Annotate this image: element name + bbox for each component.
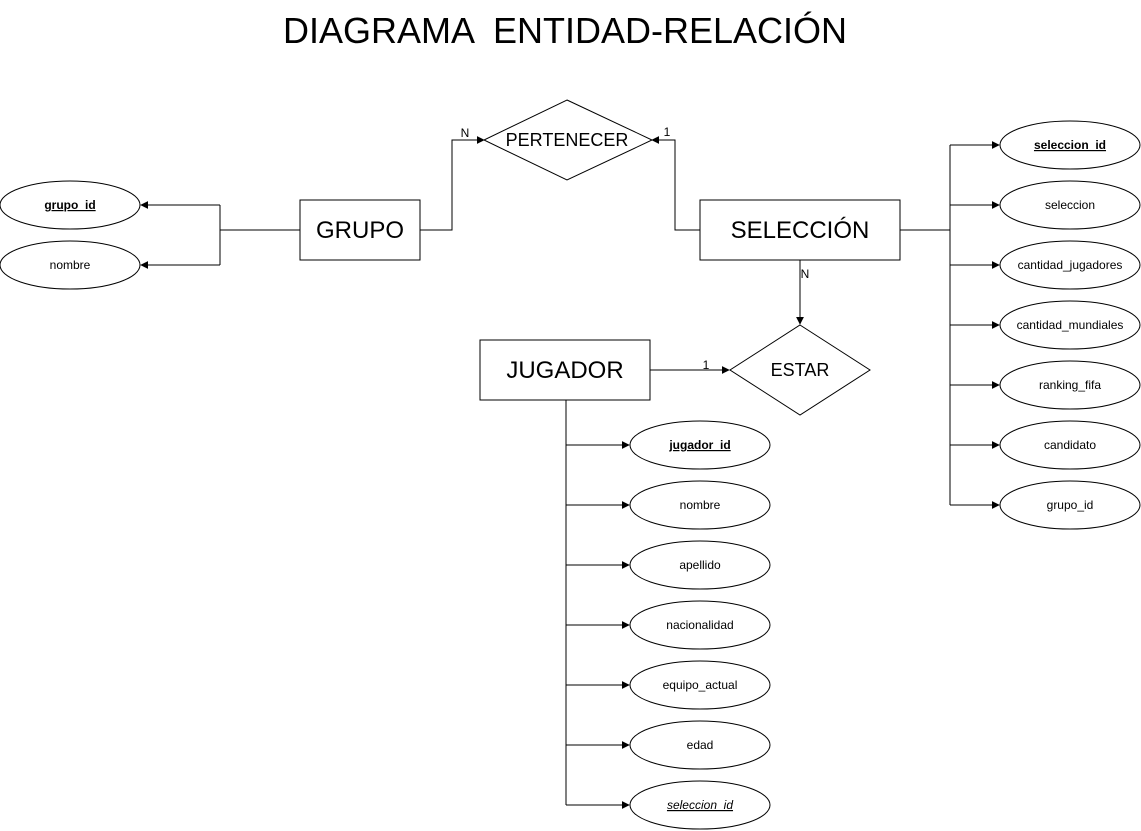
attribute-grupo-nombre[interactable]: nombre — [0, 240, 141, 290]
attribute-ellipse — [629, 420, 771, 470]
attribute-ellipse — [629, 720, 771, 770]
attribute-label: apellido — [679, 558, 721, 572]
attribute-ellipse — [0, 180, 141, 230]
attribute-ellipse — [629, 660, 771, 710]
entity-jugador[interactable]: JUGADOR — [479, 339, 651, 401]
attribute-ellipse — [0, 240, 141, 290]
relation-pertenecer[interactable]: PERTENECER — [482, 99, 654, 181]
attribute-label: nombre — [50, 258, 91, 272]
edge-grupo-pertenecer — [420, 136, 485, 231]
entity-seleccion-box — [699, 199, 901, 261]
attribute-seleccion-ranking-fifa[interactable]: ranking_fifa — [999, 360, 1141, 410]
edge-seleccion-pertenecer — [651, 136, 700, 231]
attribute-ellipse — [999, 180, 1141, 230]
attribute-seleccion-cantidad-mundiales[interactable]: cantidad_mundiales — [999, 300, 1141, 350]
attribute-seleccion-grupo-id[interactable]: grupo_id — [999, 480, 1141, 530]
attribute-label: seleccion_id — [667, 798, 733, 812]
attribute-ellipse — [629, 540, 771, 590]
attribute-ellipse — [999, 240, 1141, 290]
attribute-label: nombre — [680, 498, 721, 512]
attribute-label: seleccion_id — [1034, 138, 1106, 152]
cardinality-jugador-estar: 1 — [703, 358, 710, 372]
attribute-label: seleccion — [1045, 198, 1095, 212]
attribute-ellipse — [999, 300, 1141, 350]
relation-pertenecer-diamond — [482, 99, 654, 181]
cardinality-labels: N 1 N 1 — [461, 125, 810, 372]
attribute-jugador-equipo-actual[interactable]: equipo_actual — [629, 660, 771, 710]
attribute-label: grupo_id — [44, 198, 95, 212]
attribute-jugador-nacionalidad[interactable]: nacionalidad — [629, 600, 771, 650]
attribute-jugador-edad[interactable]: edad — [629, 720, 771, 770]
attribute-grupo-grupo-id[interactable]: grupo_id — [0, 180, 141, 230]
relation-estar[interactable]: ESTAR — [729, 324, 871, 416]
attribute-label: edad — [687, 738, 714, 752]
entity-jugador-box — [479, 339, 651, 401]
relation-estar-label: ESTAR — [771, 360, 830, 380]
attribute-jugador-seleccion-id[interactable]: seleccion_id — [629, 780, 771, 830]
entity-grupo-label: GRUPO — [316, 217, 404, 244]
attribute-jugador-apellido[interactable]: apellido — [629, 540, 771, 590]
attribute-ellipse — [999, 120, 1141, 170]
entity-grupo[interactable]: GRUPO — [299, 199, 421, 261]
relation-estar-diamond — [729, 324, 871, 416]
attribute-label: grupo_id — [1047, 498, 1094, 512]
cardinality-seleccion-estar: N — [801, 267, 810, 281]
entity-seleccion[interactable]: SELECCIÓN — [699, 199, 901, 261]
attribute-seleccion-seleccion[interactable]: seleccion — [999, 180, 1141, 230]
entity-jugador-label: JUGADOR — [506, 357, 623, 384]
attribute-ellipse — [629, 480, 771, 530]
entity-grupo-box — [299, 199, 421, 261]
cardinality-grupo-pertenecer: N — [461, 126, 470, 140]
diagram-title: DIAGRAMA ENTIDAD-RELACIÓN — [283, 10, 847, 51]
attributes-layer: grupo_idnombreseleccion_idseleccioncanti… — [0, 120, 1141, 830]
attribute-jugador-jugador-id[interactable]: jugador_id — [629, 420, 771, 470]
attribute-jugador-nombre[interactable]: nombre — [629, 480, 771, 530]
attribute-seleccion-candidato[interactable]: candidato — [999, 420, 1141, 470]
attribute-label: equipo_actual — [663, 678, 738, 692]
attribute-label: jugador_id — [668, 438, 730, 452]
entity-seleccion-label: SELECCIÓN — [731, 217, 870, 244]
attribute-label: nacionalidad — [666, 618, 733, 632]
attribute-label: cantidad_mundiales — [1017, 318, 1124, 332]
attribute-seleccion-seleccion-id[interactable]: seleccion_id — [999, 120, 1141, 170]
attribute-ellipse — [629, 780, 771, 830]
attribute-label: cantidad_jugadores — [1018, 258, 1123, 272]
relation-pertenecer-label: PERTENECER — [506, 130, 629, 150]
attribute-ellipse — [999, 480, 1141, 530]
attribute-ellipse — [999, 360, 1141, 410]
attribute-label: ranking_fifa — [1039, 378, 1101, 392]
attribute-ellipse — [999, 420, 1141, 470]
attribute-label: candidato — [1044, 438, 1096, 452]
cardinality-seleccion-pertenecer: 1 — [664, 125, 671, 139]
edges — [140, 136, 1000, 809]
attribute-ellipse — [629, 600, 771, 650]
attribute-seleccion-cantidad-jugadores[interactable]: cantidad_jugadores — [999, 240, 1141, 290]
